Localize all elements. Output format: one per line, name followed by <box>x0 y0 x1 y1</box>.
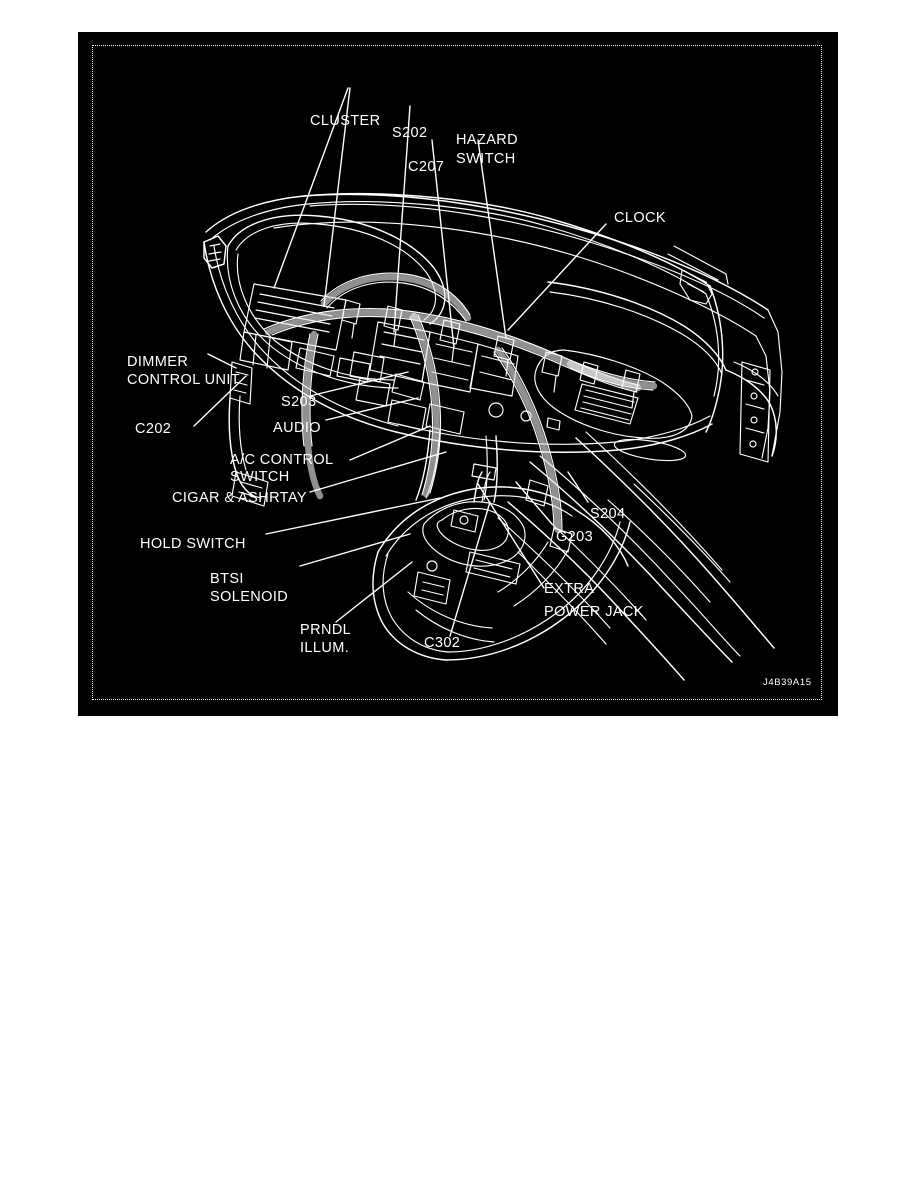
callout-prndl-line1: PRNDL <box>300 622 351 638</box>
callout-hazard-switch-line1: HAZARD <box>456 132 518 148</box>
callout-audio: AUDIO <box>273 420 321 436</box>
leader-cluster-a <box>273 87 349 289</box>
callout-extra-line1: EXTRA <box>544 581 594 597</box>
callout-s203: S203 <box>281 394 316 410</box>
leader-c202 <box>193 375 247 427</box>
leader-g203 <box>515 481 553 525</box>
figure-panel: CLUSTER S202 C207 HAZARD SWITCH CLOCK DI… <box>78 32 838 716</box>
callout-prndl-line2: ILLUM. <box>300 640 349 656</box>
leader-prndl <box>335 561 413 623</box>
callout-cluster: CLUSTER <box>310 113 380 129</box>
callout-c207: C207 <box>408 159 444 175</box>
leader-s204 <box>567 471 589 503</box>
callout-c202: C202 <box>135 421 171 437</box>
leader-s202 <box>393 105 411 333</box>
leader-clock <box>507 223 607 331</box>
leader-s203 <box>309 371 409 397</box>
leader-btsi <box>299 533 411 567</box>
callout-btsi-line2: SOLENOID <box>210 589 288 605</box>
leader-lines <box>193 87 607 637</box>
leader-hold-switch <box>265 497 441 535</box>
floor-tunnel-panels <box>497 431 775 681</box>
callout-s202: S202 <box>392 125 427 141</box>
leader-hazard-switch <box>477 139 507 339</box>
callout-c302: C302 <box>424 635 460 651</box>
callout-hold-switch: HOLD SWITCH <box>140 536 246 552</box>
instrument-panel-illustration: CLUSTER S202 C207 HAZARD SWITCH CLOCK DI… <box>127 87 812 688</box>
callout-btsi-line1: BTSI <box>210 571 244 587</box>
callout-extra-line2: POWER JACK <box>544 604 644 620</box>
dashboard-outline <box>203 192 783 463</box>
callout-cigar-ashrtay: CIGAR & ASHRTAY <box>172 490 307 506</box>
leader-cluster-b <box>323 87 351 307</box>
callout-ac-control-line1: A/C CONTROL <box>230 452 334 468</box>
leader-dimmer <box>207 353 237 369</box>
callout-clock: CLOCK <box>614 210 666 226</box>
leader-c302 <box>449 501 491 637</box>
leader-cigar <box>309 451 447 493</box>
callout-dimmer-line1: DIMMER <box>127 354 188 370</box>
callout-labels: CLUSTER S202 C207 HAZARD SWITCH CLOCK DI… <box>127 113 666 656</box>
callout-ac-control-line2: SWITCH <box>230 469 290 485</box>
callout-s204: S204 <box>590 506 625 522</box>
leader-extra-power-jack <box>477 483 545 589</box>
wiring-harness <box>263 272 658 534</box>
leader-ac-control <box>349 425 431 461</box>
leader-audio <box>325 397 419 421</box>
callout-g203: G203 <box>556 529 593 545</box>
figure-id-code: J4B39A15 <box>763 677 812 688</box>
callout-dimmer-line2: CONTROL UNIT <box>127 372 240 388</box>
floor-console-assembly <box>372 463 631 661</box>
callout-hazard-switch-line2: SWITCH <box>456 151 516 167</box>
leader-c207 <box>431 139 455 349</box>
